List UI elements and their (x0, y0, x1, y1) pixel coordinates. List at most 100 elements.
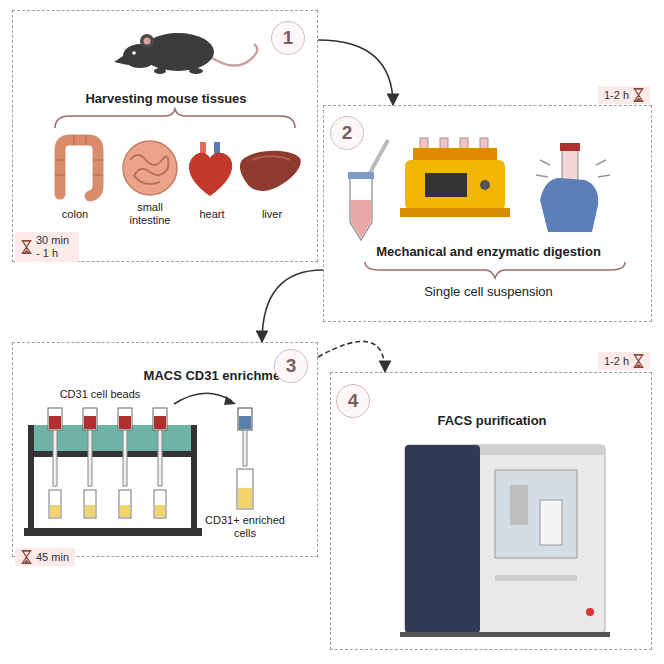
colon-detail (55, 135, 103, 175)
time-text: 45 min (36, 551, 69, 564)
step-number: 3 (274, 349, 308, 383)
organ-label: heart (185, 208, 239, 221)
mouse-foot (154, 68, 166, 74)
facs-base (400, 632, 610, 637)
tube-liquid (155, 505, 165, 517)
facs-part (510, 485, 528, 525)
time-text: 1-2 h (604, 89, 629, 102)
glove-hand (540, 178, 598, 232)
liver-organ (240, 151, 301, 191)
column (48, 408, 62, 430)
stand-leg (28, 425, 34, 530)
callout-number: 1 (283, 28, 294, 48)
time-badge: 1-2 h (598, 86, 650, 104)
organ-label: liver (245, 208, 299, 221)
collection-tube (84, 490, 96, 518)
column-stem (158, 430, 162, 486)
heater-block (413, 148, 497, 162)
mouse (114, 33, 257, 74)
step-heading: Mechanical and enzymatic digestion (324, 244, 653, 260)
column-stem (123, 430, 127, 486)
hourglass-icon (21, 240, 32, 254)
column (118, 408, 132, 430)
columns (48, 408, 167, 518)
callout-number: 2 (342, 123, 353, 143)
facs-light (586, 608, 594, 616)
hourglass-sand (636, 98, 641, 101)
heater (405, 160, 505, 210)
time-badge: 45 min (15, 548, 75, 566)
heart-organ (189, 153, 232, 196)
organ-label: colon (45, 208, 105, 221)
step-number: 1 (271, 21, 305, 55)
flow-arrow (318, 341, 385, 372)
column-liquid (49, 416, 61, 429)
facs-window (495, 470, 577, 558)
mouse-tail (212, 44, 257, 66)
tube-cap (560, 143, 580, 151)
column-liquid (154, 416, 166, 429)
part-label: CD31 cell beads (45, 388, 155, 401)
facs-part (495, 575, 577, 581)
column (238, 408, 252, 430)
tube-cap (348, 172, 374, 179)
facs-machine (405, 445, 605, 633)
collection-tube (154, 490, 166, 518)
mouse-ear (140, 34, 154, 48)
time-badge: 1-2 h (598, 352, 650, 370)
colon-organ (60, 140, 98, 196)
hourglass-sand (24, 250, 29, 253)
hourglass-icon (633, 88, 644, 102)
collection-tube (237, 469, 253, 509)
facs-top (480, 445, 605, 455)
hourglass-icon (21, 550, 32, 564)
hourglass-shape (634, 355, 644, 368)
heater-screen (425, 173, 467, 197)
bracket (55, 109, 295, 128)
step-heading: FACS purification (331, 413, 653, 429)
shake-mark (536, 160, 610, 177)
time-text: 30 min - 1 h (36, 234, 73, 260)
mouse-eye (132, 51, 136, 55)
step-note: Single cell suspension (324, 284, 653, 300)
tube (350, 178, 372, 240)
hourglass-icon (633, 354, 644, 368)
facs-part (540, 500, 562, 545)
hourglass-sand (24, 560, 29, 563)
column-liquid (119, 416, 131, 429)
heater-base (400, 208, 510, 217)
process-arrow (174, 393, 232, 404)
step-number: 4 (336, 384, 370, 418)
intestine-detail (130, 155, 168, 184)
mouse-ear-inner (144, 38, 151, 45)
tube-liquid (85, 505, 95, 517)
arrow-head (224, 396, 236, 405)
column-stem (53, 430, 57, 486)
tube-liquid (351, 200, 371, 238)
flow-arrow (262, 270, 323, 342)
organ-label: small intestine (118, 201, 182, 227)
column (153, 408, 167, 430)
mouse-head (123, 44, 157, 68)
mouse-nose (114, 54, 128, 65)
hourglass-shape (22, 241, 32, 254)
mouse-foot (189, 68, 203, 74)
heater-knob (480, 180, 490, 190)
step-heading: Harvesting mouse tissues (13, 91, 319, 107)
stand-leg (191, 425, 197, 530)
callout-number: 4 (348, 391, 359, 411)
hourglass-sand (636, 364, 641, 367)
step-panel: Mechanical and enzymatic digestionSingle… (323, 105, 652, 322)
flow-arrow (318, 40, 393, 105)
tube-liquid (120, 505, 130, 517)
callout-number: 3 (286, 356, 297, 376)
bracket (365, 262, 625, 278)
liver-detail (252, 156, 290, 160)
stand-base (24, 528, 202, 536)
column-stem (88, 430, 92, 486)
facs-side (405, 445, 480, 633)
hourglass-shape (634, 89, 644, 102)
tube-liquid (238, 488, 252, 508)
column-liquid (239, 416, 251, 429)
intestine-organ (123, 141, 177, 195)
